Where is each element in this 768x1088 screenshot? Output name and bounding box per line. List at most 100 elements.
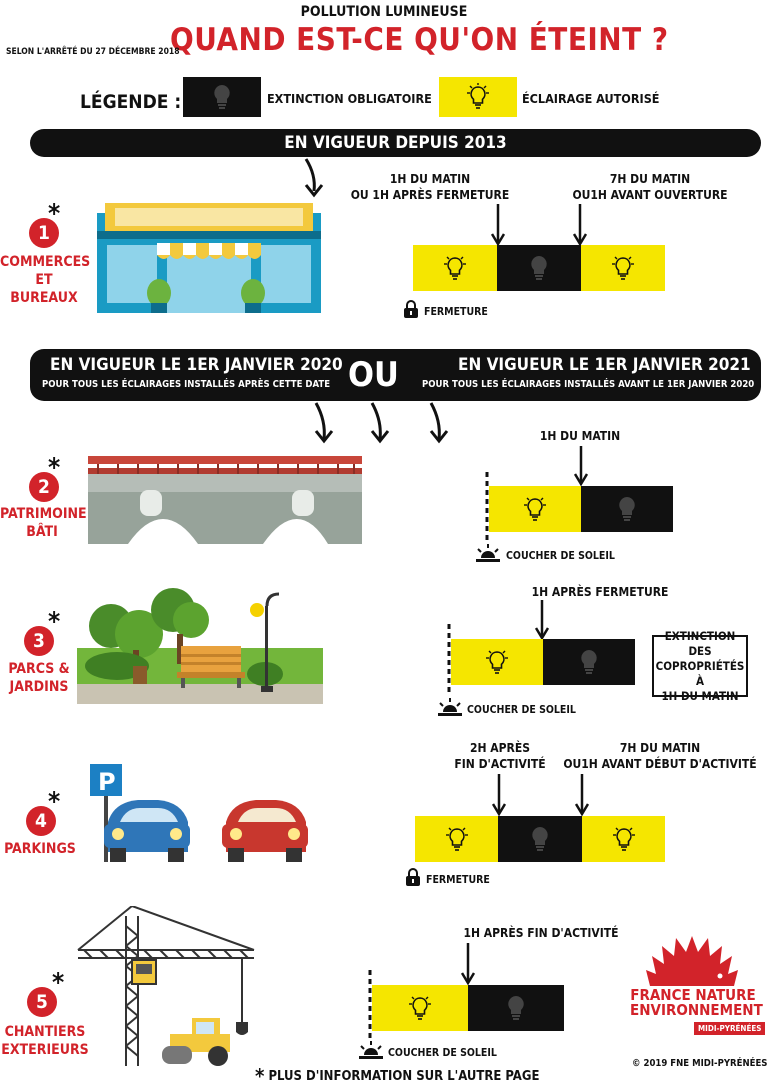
arrow-icon (314, 402, 334, 444)
banner-2020-2021: EN VIGUEUR LE 1ER JANVIER 2020 POUR TOUS… (30, 349, 761, 401)
light-segment (581, 245, 665, 291)
dark-segment (581, 486, 673, 532)
park-illustration (77, 588, 323, 704)
legend-light-label: ÉCLAIRAGE AUTORISÉ (522, 91, 660, 106)
light-segment (582, 816, 665, 862)
s1-timeline (413, 245, 665, 291)
sunset-icon (438, 698, 462, 716)
s3-mark-label: 1H APRÈS FERMETURE (531, 585, 669, 599)
lock-icon (404, 300, 418, 318)
arrow-down-icon (535, 600, 549, 640)
dark-segment (468, 985, 564, 1031)
dark-segment (498, 816, 582, 862)
bulb-on-icon (524, 497, 546, 521)
parking-illustration: P (90, 764, 308, 862)
bulb-off-icon (531, 256, 547, 280)
category-name: PARCS &JARDINS (8, 661, 70, 695)
date-note: SELON L'ARRÊTÉ DU 27 DÉCEMBRE 2018 (6, 47, 180, 57)
bulb-on-icon (612, 256, 634, 280)
light-segment (413, 245, 497, 291)
s3-timeline (451, 639, 635, 685)
category-number: 1 (29, 218, 59, 248)
bulb-off-icon (581, 650, 597, 674)
bulb-off-icon (214, 85, 230, 109)
bridge-illustration (88, 456, 362, 544)
s4-foot-label: FERMETURE (426, 874, 490, 886)
bulb-on-icon (612, 827, 635, 851)
arrow-down-icon (573, 204, 587, 246)
banner-2013-text: EN VIGUEUR DEPUIS 2013 (284, 133, 507, 153)
s2-timeline (489, 486, 673, 532)
light-segment (451, 639, 543, 685)
asterisk: * (52, 968, 65, 998)
copyright: © 2019 FNE MIDI-PYRÉNÉES (632, 1058, 768, 1069)
light-segment (372, 985, 468, 1031)
bulb-on-icon (444, 256, 466, 280)
arrow-icon (304, 158, 324, 198)
s4-timeline (415, 816, 665, 862)
category-number: 3 (24, 626, 54, 656)
s5-timeline (372, 985, 564, 1031)
s2-mark-label: 1H DU MATIN (539, 429, 621, 443)
dashed-marker (368, 970, 372, 1040)
s5-foot-label: COUCHER DE SOLEIL (388, 1047, 497, 1059)
arrow-down-icon (574, 446, 588, 486)
arrow-down-icon (491, 204, 505, 246)
arrow-down-icon (575, 774, 589, 816)
construction-illustration (77, 906, 255, 1066)
dark-segment (497, 245, 581, 291)
lock-icon (406, 868, 420, 886)
svg-text:P: P (98, 768, 116, 796)
dark-segment (543, 639, 635, 685)
shop-illustration (97, 203, 321, 313)
light-segment (415, 816, 498, 862)
s1-foot-label: FERMETURE (424, 306, 488, 318)
category-name: PARKINGS (4, 841, 76, 857)
bulb-off-icon (619, 497, 635, 521)
legend-dark-swatch (183, 77, 261, 117)
arrow-icon (429, 402, 449, 444)
page-title: QUAND EST-CE QU'ON ÉTEINT ? (170, 22, 669, 58)
footnote: * PLUS D'INFORMATION SUR L'AUTRE PAGE (255, 1064, 540, 1088)
banner-right-sub: POUR TOUS LES ÉCLAIRAGES INSTALLÉS AVANT… (422, 379, 755, 390)
bulb-off-icon (508, 996, 524, 1020)
arrow-icon (370, 402, 390, 444)
s2-foot-label: COUCHER DE SOLEIL (506, 550, 615, 562)
arrow-down-icon (492, 774, 506, 816)
category-number: 5 (27, 987, 57, 1017)
s3-foot-label: COUCHER DE SOLEIL (467, 704, 576, 716)
s5-mark-label: 1H APRÈS FIN D'ACTIVITÉ (463, 926, 619, 940)
banner-2013: EN VIGUEUR DEPUIS 2013 (30, 129, 761, 157)
bulb-on-icon (467, 83, 489, 109)
legend-dark-label: EXTINCTION OBLIGATOIRE (267, 91, 432, 106)
legend-light-swatch (439, 77, 517, 117)
legend-label: LÉGENDE : (80, 91, 182, 113)
bulb-on-icon (486, 650, 508, 674)
sunset-icon (359, 1041, 383, 1059)
category-number: 2 (29, 472, 59, 502)
bulb-on-icon (409, 996, 431, 1020)
supertitle: POLLUTION LUMINEUSE (300, 4, 468, 20)
banner-or: OU (348, 355, 399, 395)
light-segment (489, 486, 581, 532)
dashed-marker (485, 472, 489, 542)
bulb-off-icon (532, 827, 548, 851)
sunset-icon (476, 544, 500, 562)
bulb-on-icon (445, 827, 468, 851)
asterisk: * (48, 607, 61, 637)
footnote-text: PLUS D'INFORMATION SUR L'AUTRE PAGE (268, 1069, 540, 1084)
hedgehog-logo (646, 936, 738, 986)
dashed-marker (447, 624, 451, 696)
asterisk: * (48, 787, 61, 817)
org-region: MIDI-PYRÉNÉES (694, 1022, 766, 1035)
banner-left-title: EN VIGUEUR LE 1ER JANVIER 2020 (50, 355, 343, 375)
